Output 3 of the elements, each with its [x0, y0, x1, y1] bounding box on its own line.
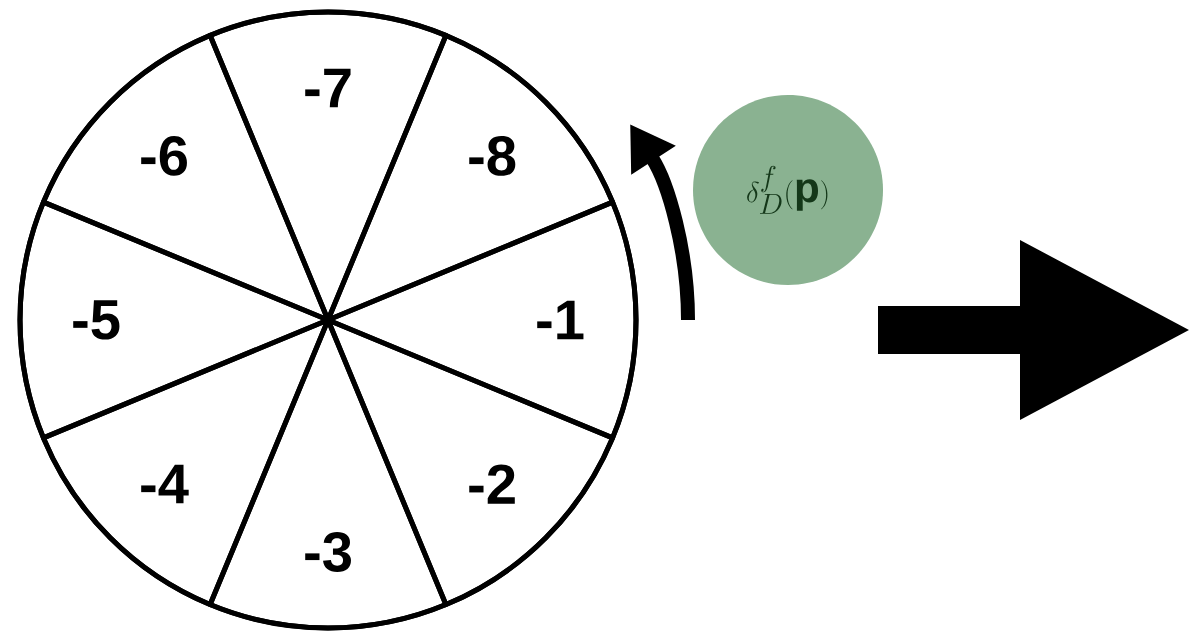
wheel-sector: -5	[17, 199, 331, 441]
wheel-sector: -7	[207, 9, 449, 323]
wheel-sector: -3	[207, 317, 449, 631]
